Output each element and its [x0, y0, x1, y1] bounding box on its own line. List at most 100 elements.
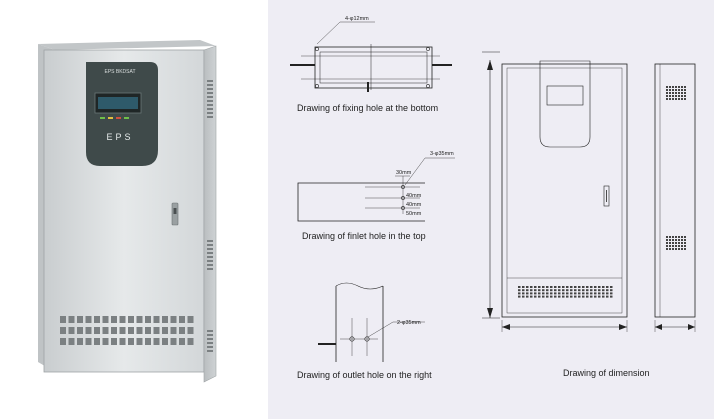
vent-slot: [111, 316, 117, 323]
display-panel: [86, 62, 158, 166]
vent-slot: [554, 286, 557, 288]
vent-slot: [684, 86, 686, 88]
vent-slot: [666, 248, 668, 250]
vent-slot: [554, 289, 557, 292]
vent-slot: [681, 248, 683, 250]
outlet-hole-caption: Drawing of outlet hole on the right: [297, 370, 432, 380]
vent-slot: [606, 289, 609, 292]
vent-slot: [170, 316, 177, 323]
vent-slot: [666, 245, 668, 247]
vent-slot: [179, 338, 185, 345]
vent-slot: [675, 95, 677, 97]
eps-cabinet-illustration: EPS BKDSAT EPS: [38, 40, 217, 383]
vent-slot: [666, 98, 668, 100]
vent-slot: [530, 292, 533, 295]
vent-slot: [594, 295, 597, 298]
vent-slot: [684, 242, 686, 244]
dimension-front-view: [482, 51, 628, 332]
vent-slot: [94, 327, 100, 334]
vent-slot: [574, 289, 577, 292]
vent-slot: [145, 338, 151, 345]
vent-slot: [179, 327, 185, 334]
cabinet-side: [203, 45, 217, 383]
vent-slot: [578, 286, 581, 288]
vent-slot: [558, 292, 561, 295]
vent-slot: [128, 316, 134, 323]
vent-slot: [684, 98, 686, 100]
vent-slot: [681, 239, 683, 241]
vent-slot: [678, 248, 680, 250]
vent-slot: [582, 295, 585, 298]
inlet-hole-spec: 3-φ35mm: [430, 151, 454, 157]
vent-slot: [672, 248, 674, 250]
vent-slot: [598, 286, 601, 288]
vent-slot: [594, 292, 597, 295]
vent-slot: [681, 89, 683, 91]
vent-slot: [666, 86, 668, 88]
vent-slot: [678, 239, 680, 241]
vent-slot: [170, 327, 177, 334]
vent-slot: [666, 239, 668, 241]
vent-slot: [669, 98, 671, 100]
vent-slot: [558, 289, 561, 292]
vent-slot: [518, 295, 521, 298]
vent-slot: [542, 286, 545, 288]
vent-slot: [586, 286, 589, 288]
vent-slot: [574, 292, 577, 295]
vent-slot: [77, 316, 83, 323]
vent-slot: [518, 292, 521, 295]
vent-slot: [546, 295, 549, 298]
vent-slot: [606, 295, 609, 298]
vent-slot: [145, 327, 151, 334]
inlet-hole-caption: Drawing of finlet hole in the top: [302, 231, 426, 241]
vent-slot: [550, 286, 553, 288]
vent-slot: [669, 92, 671, 94]
vent-slot: [538, 289, 541, 292]
vent-slot: [187, 316, 194, 323]
vent-slot: [102, 316, 109, 323]
vent-slot: [550, 292, 553, 295]
vent-slot: [77, 338, 83, 345]
vent-slot: [60, 327, 66, 334]
vent-slot: [119, 338, 126, 345]
side-vents: [207, 80, 213, 352]
inlet-spacing-1: 40mm: [406, 193, 422, 199]
vent-slot: [77, 327, 83, 334]
vent-slot: [672, 239, 674, 241]
vent-slot: [678, 98, 680, 100]
vent-slot: [562, 295, 565, 298]
vent-slot: [586, 289, 589, 292]
vent-slot: [518, 286, 521, 288]
vent-slot: [546, 292, 549, 295]
vent-slot: [542, 292, 545, 295]
vent-slot: [610, 289, 613, 292]
vent-slot: [684, 95, 686, 97]
vent-slot: [562, 289, 565, 292]
vent-slot: [153, 338, 160, 345]
vent-slot: [145, 316, 151, 323]
indicator-leds: [100, 117, 129, 119]
vent-slot: [598, 292, 601, 295]
vent-slot: [678, 86, 680, 88]
vent-slot: [675, 92, 677, 94]
bottom-vents: [60, 316, 194, 345]
vent-slot: [684, 92, 686, 94]
vent-slot: [530, 289, 533, 292]
cabinet-top: [38, 40, 216, 50]
vent-slot: [558, 286, 561, 288]
vent-slot: [534, 292, 537, 295]
inlet-spacing-3: 50mm: [406, 211, 422, 217]
vent-slot: [582, 292, 585, 295]
vent-slot: [610, 295, 613, 298]
dimension-caption: Drawing of dimension: [563, 368, 650, 378]
vent-slot: [681, 236, 683, 238]
vent-slot: [684, 239, 686, 241]
vent-slot: [526, 295, 529, 298]
vent-slot: [562, 286, 565, 288]
vent-slot: [669, 242, 671, 244]
vent-slot: [681, 86, 683, 88]
vent-slot: [111, 338, 117, 345]
vent-slot: [68, 327, 75, 334]
vent-slot: [681, 98, 683, 100]
vent-slot: [675, 89, 677, 91]
